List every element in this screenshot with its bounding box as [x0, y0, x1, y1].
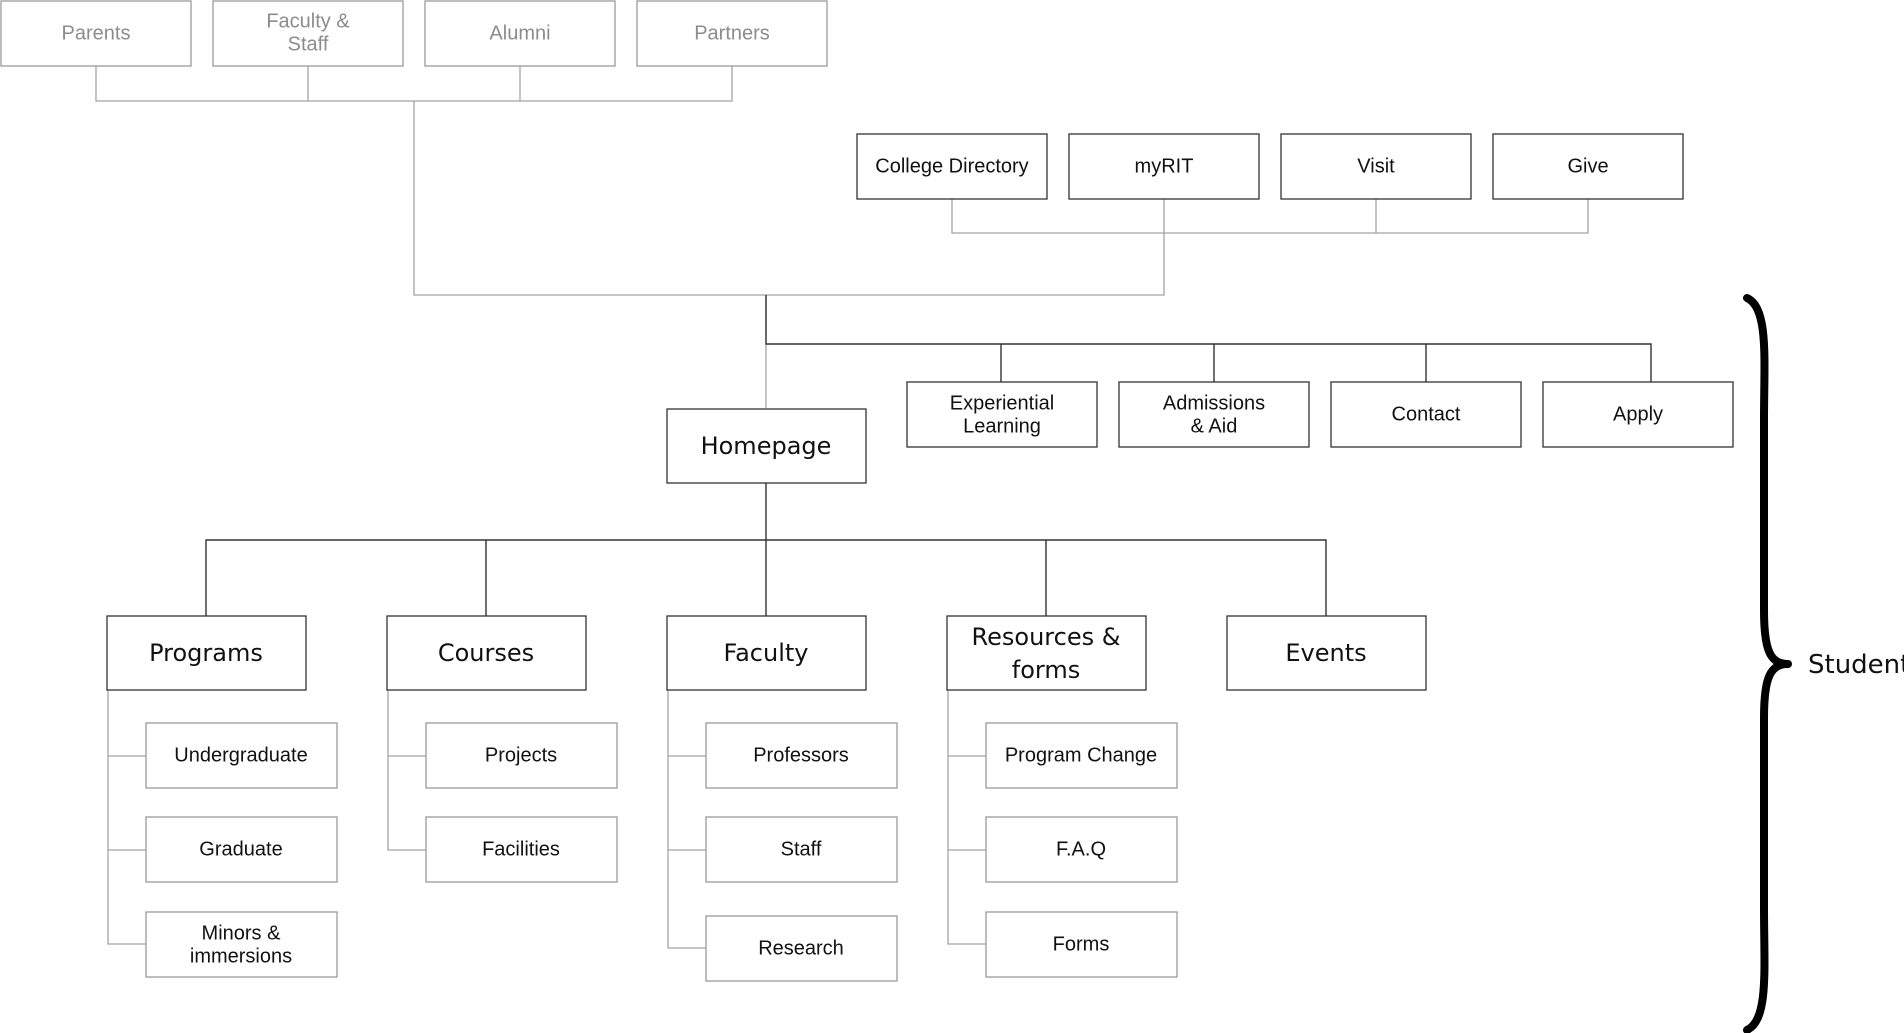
node-events-label: Events	[1285, 639, 1366, 667]
node-facilities-label: Facilities	[482, 838, 560, 860]
node-minors-immersions-label-line2: immersions	[190, 945, 292, 967]
node-contact[interactable]: Contact	[1330, 381, 1522, 448]
node-give[interactable]: Give	[1492, 133, 1684, 200]
node-myrit[interactable]: myRIT	[1068, 133, 1260, 200]
node-facilities[interactable]: Facilities	[425, 816, 618, 883]
node-faculty-label: Faculty	[724, 639, 809, 667]
node-faculty[interactable]: Faculty	[666, 615, 867, 691]
node-visit-label: Visit	[1357, 155, 1395, 177]
node-resources-forms-label-line2: forms	[1012, 656, 1080, 684]
node-myrit-label: myRIT	[1135, 155, 1194, 177]
child-connectors	[107, 690, 986, 949]
node-faculty-staff-label-line1: Faculty &	[266, 10, 350, 32]
node-homepage[interactable]: Homepage	[666, 408, 867, 484]
node-faculty-staff-label-line2: Staff	[288, 33, 329, 55]
node-programs[interactable]: Programs	[106, 615, 307, 691]
node-give-label: Give	[1567, 155, 1608, 177]
node-experiential-learning-label-line2: Learning	[963, 415, 1041, 437]
node-visit[interactable]: Visit	[1280, 133, 1472, 200]
node-faq[interactable]: F.A.Q	[985, 816, 1178, 883]
node-minors-immersions-label-line1: Minors &	[202, 922, 282, 944]
node-courses[interactable]: Courses	[386, 615, 587, 691]
node-forms[interactable]: Forms	[985, 911, 1178, 978]
main-connectors	[205, 295, 1652, 616]
node-projects[interactable]: Projects	[425, 722, 618, 789]
node-alumni[interactable]: Alumni	[424, 0, 616, 67]
node-program-change-label: Program Change	[1005, 744, 1157, 766]
node-graduate[interactable]: Graduate	[145, 816, 338, 883]
student-label: Student	[1808, 650, 1904, 680]
node-staff[interactable]: Staff	[705, 816, 898, 883]
node-admissions-aid-label-line1: Admissions	[1163, 392, 1265, 414]
node-admissions-aid[interactable]: Admissions & Aid	[1118, 381, 1310, 448]
node-admissions-aid-label-line2: & Aid	[1191, 415, 1238, 437]
node-partners-label: Partners	[694, 22, 770, 44]
node-contact-label: Contact	[1392, 403, 1461, 425]
node-programs-label: Programs	[149, 639, 263, 667]
node-apply-label: Apply	[1613, 403, 1663, 425]
node-staff-label: Staff	[781, 838, 822, 860]
audience-connectors	[95, 66, 1589, 408]
node-resources-forms[interactable]: Resources & forms	[946, 615, 1147, 691]
node-professors-label: Professors	[753, 744, 849, 766]
node-projects-label: Projects	[485, 744, 557, 766]
node-partners[interactable]: Partners	[636, 0, 828, 67]
node-parents[interactable]: Parents	[0, 0, 192, 67]
node-events[interactable]: Events	[1226, 615, 1427, 691]
node-professors[interactable]: Professors	[705, 722, 898, 789]
node-undergraduate-label: Undergraduate	[174, 744, 307, 766]
node-research[interactable]: Research	[705, 915, 898, 982]
node-research-label: Research	[758, 937, 844, 959]
node-alumni-label: Alumni	[489, 22, 550, 44]
node-homepage-label: Homepage	[701, 432, 832, 460]
node-faq-label: F.A.Q	[1056, 838, 1106, 860]
student-brace	[1743, 294, 1792, 1033]
node-parents-label: Parents	[62, 22, 131, 44]
node-minors-immersions[interactable]: Minors & immersions	[145, 911, 338, 978]
node-experiential-learning-label-line1: Experiential	[950, 392, 1055, 414]
node-courses-label: Courses	[438, 639, 534, 667]
node-apply[interactable]: Apply	[1542, 381, 1734, 448]
node-experiential-learning[interactable]: Experiential Learning	[906, 381, 1098, 448]
node-resources-forms-label-line1: Resources &	[972, 623, 1121, 651]
node-program-change[interactable]: Program Change	[985, 722, 1178, 789]
node-college-directory[interactable]: College Directory	[856, 133, 1048, 200]
node-graduate-label: Graduate	[199, 838, 282, 860]
node-faculty-staff[interactable]: Faculty & Staff	[212, 0, 404, 67]
node-forms-label: Forms	[1053, 933, 1110, 955]
node-college-directory-label: College Directory	[875, 155, 1028, 177]
node-undergraduate[interactable]: Undergraduate	[145, 722, 338, 789]
